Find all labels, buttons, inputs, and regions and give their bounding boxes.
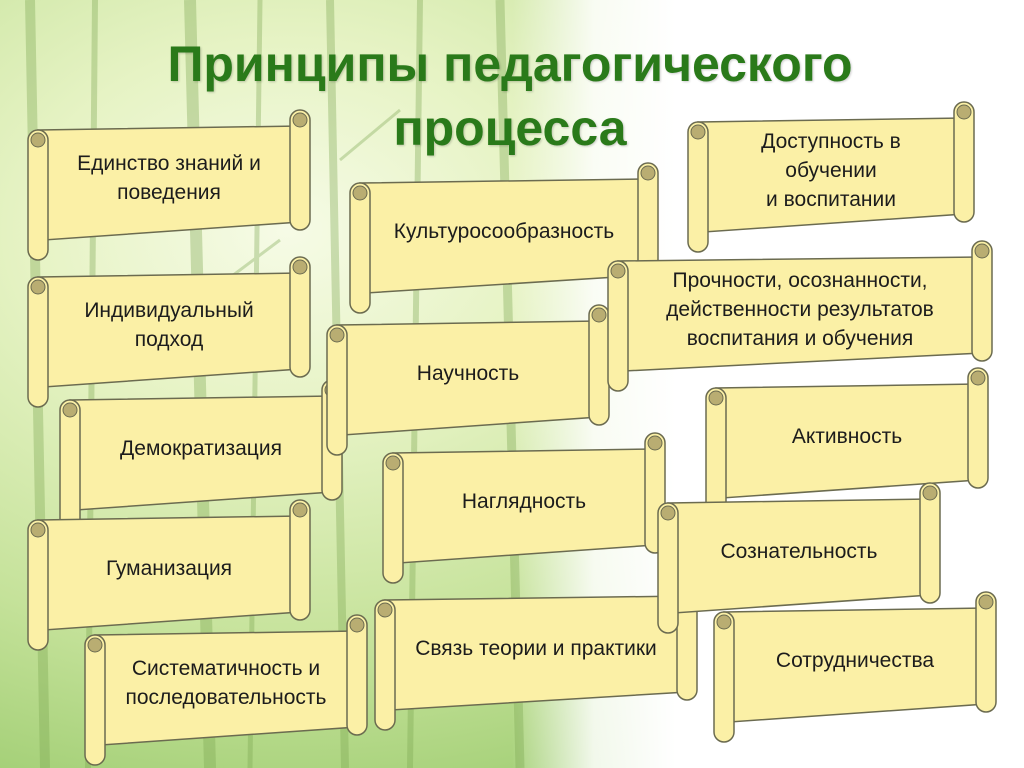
slide-title-text: Принципы педагогического процесса: [167, 36, 853, 156]
scroll-left-curl: [352, 185, 368, 201]
scroll-left-curl: [30, 132, 46, 148]
scroll-humanization: Гуманизация: [27, 499, 311, 651]
scroll-democratization: Демократизация: [59, 379, 343, 531]
scroll-shape: [713, 591, 997, 743]
scroll-shape: [657, 482, 941, 634]
scroll-label: Научность: [416, 361, 520, 385]
scroll-left-roll: [713, 611, 735, 743]
scroll-right-roll: [289, 109, 311, 231]
scroll-consciousness: Сознательность: [657, 482, 941, 634]
scroll-label: Связь теории и практики: [415, 636, 657, 660]
scroll-left-roll: [607, 260, 629, 392]
scroll-right-curl: [647, 435, 663, 451]
scroll-shape: [607, 240, 993, 392]
scroll-right-roll: [971, 240, 993, 362]
scroll-individual: Индивидуальный подход: [27, 256, 311, 408]
scroll-left-curl: [30, 522, 46, 538]
scroll-right-roll: [953, 101, 975, 223]
scroll-shape: [382, 432, 666, 584]
scroll-shape: [349, 162, 659, 314]
scroll-left-curl: [385, 455, 401, 471]
scroll-shape: [59, 379, 343, 531]
scroll-left-roll: [374, 599, 396, 731]
scroll-right-curl: [922, 485, 938, 501]
scroll-left-roll: [27, 276, 49, 408]
scroll-left-roll: [27, 129, 49, 261]
scroll-theory-practice: Связь теории и практики: [374, 579, 698, 731]
scroll-right-curl: [970, 370, 986, 386]
scroll-label: Наглядность: [461, 489, 587, 513]
scroll-right-roll: [919, 482, 941, 604]
scroll-right-curl: [640, 165, 656, 181]
scroll-visual: Наглядность: [382, 432, 666, 584]
scroll-left-curl: [610, 263, 626, 279]
scroll-right-curl: [292, 259, 308, 275]
scroll-left-roll: [326, 324, 348, 456]
scroll-left-curl: [708, 390, 724, 406]
scroll-shape: [27, 499, 311, 651]
scroll-left-roll: [657, 502, 679, 634]
scroll-left-curl: [329, 327, 345, 343]
scroll-right-curl: [292, 112, 308, 128]
scroll-left-curl: [87, 637, 103, 653]
scroll-right-roll: [975, 591, 997, 713]
slide-title: Принципы педагогического процесса: [100, 32, 920, 160]
scroll-systematic: Систематичность и последовательность: [84, 614, 368, 766]
scroll-science: Научность: [326, 304, 610, 456]
scroll-shape: [374, 579, 698, 731]
scroll-right-curl: [974, 243, 990, 259]
scroll-right-roll: [588, 304, 610, 426]
scroll-label: Единство знаний и поведения: [77, 152, 261, 204]
scroll-right-curl: [956, 104, 972, 120]
scroll-left-curl: [377, 602, 393, 618]
scroll-label: Прочности, осознанности, действенности р…: [666, 268, 934, 350]
scroll-left-curl: [660, 505, 676, 521]
scroll-unity: Единство знаний и поведения: [27, 109, 311, 261]
scroll-right-roll: [967, 367, 989, 489]
scroll-shape: [326, 304, 610, 456]
scroll-right-curl: [978, 594, 994, 610]
scroll-shape: [705, 367, 989, 519]
scroll-label: Активность: [791, 424, 903, 448]
scroll-label: Систематичность и последовательность: [125, 657, 327, 709]
scroll-right-curl: [349, 617, 365, 633]
scroll-label: Гуманизация: [105, 556, 233, 580]
scroll-left-curl: [62, 402, 78, 418]
scroll-label: Индивидуальный подход: [84, 299, 254, 351]
scroll-label: Доступность в обучении и воспитании: [761, 129, 901, 211]
scroll-accessibility: Доступность в обучении и воспитании: [687, 101, 975, 253]
scroll-shape: [27, 109, 311, 261]
scroll-left-curl: [30, 279, 46, 295]
scroll-right-roll: [289, 499, 311, 621]
scroll-label: Сотрудничества: [775, 648, 935, 672]
scroll-right-curl: [292, 502, 308, 518]
scroll-label: Сознательность: [720, 539, 878, 563]
scroll-label: Демократизация: [120, 436, 282, 460]
scroll-left-curl: [690, 124, 706, 140]
scroll-left-roll: [84, 634, 106, 766]
scroll-culture: Культуросообразность: [349, 162, 659, 314]
scroll-shape: [84, 614, 368, 766]
scroll-right-roll: [289, 256, 311, 378]
scroll-shape: [27, 256, 311, 408]
scroll-cooperation: Сотрудничества: [713, 591, 997, 743]
scroll-durability: Прочности, осознанности, действенности р…: [607, 240, 993, 392]
scroll-left-roll: [349, 182, 371, 314]
scroll-label: Культуросообразность: [393, 219, 615, 243]
scroll-left-curl: [716, 614, 732, 630]
scroll-right-roll: [346, 614, 368, 736]
scroll-activity: Активность: [705, 367, 989, 519]
scroll-left-roll: [27, 519, 49, 651]
scroll-left-roll: [687, 121, 709, 253]
scroll-left-roll: [382, 452, 404, 584]
scroll-shape: [687, 101, 975, 253]
scroll-right-curl: [591, 307, 607, 323]
